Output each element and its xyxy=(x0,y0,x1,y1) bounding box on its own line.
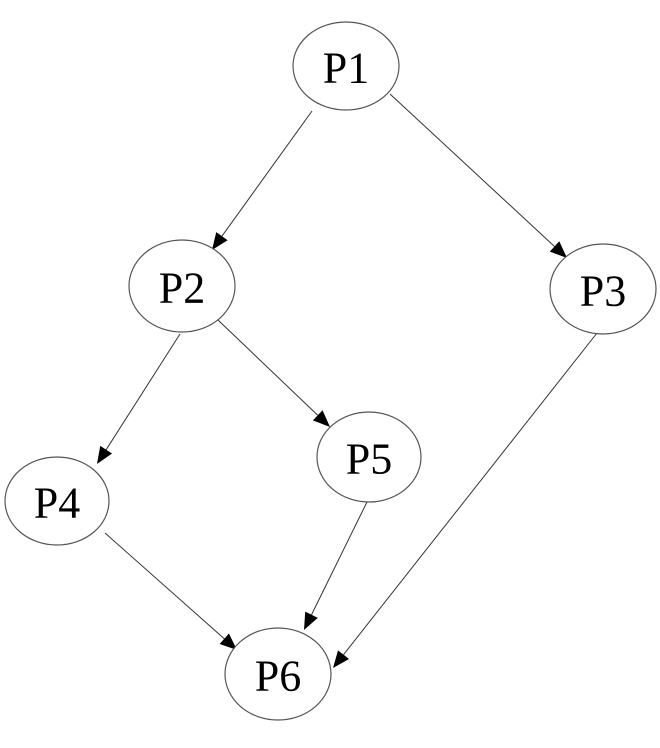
node-ellipse xyxy=(549,243,657,335)
node-ellipse xyxy=(4,456,110,546)
edge-p5-p6 xyxy=(304,501,368,630)
edge-line xyxy=(105,333,181,450)
arrowhead xyxy=(333,650,350,668)
arrowhead xyxy=(212,232,228,250)
node-p2: P2 xyxy=(128,239,236,333)
edge-line xyxy=(311,501,368,615)
node-label: P3 xyxy=(580,267,626,316)
node-ellipse xyxy=(292,21,400,111)
edge-line xyxy=(104,532,225,640)
node-ellipse xyxy=(316,411,422,503)
node-p1: P1 xyxy=(292,21,400,111)
edge-line xyxy=(221,110,313,237)
arrowhead xyxy=(219,633,237,650)
edge-line xyxy=(343,332,598,655)
node-label: P6 xyxy=(255,652,301,701)
arrowhead xyxy=(97,445,113,464)
node-label: P5 xyxy=(346,435,392,484)
node-label: P4 xyxy=(34,479,80,528)
edge-line xyxy=(389,93,555,247)
edge-p2-p4 xyxy=(97,333,181,464)
edges-layer xyxy=(97,93,598,668)
edge-p2-p5 xyxy=(217,319,330,427)
edge-p3-p6 xyxy=(333,332,598,668)
node-p5: P5 xyxy=(316,411,422,503)
node-p3: P3 xyxy=(549,243,657,335)
node-p4: P4 xyxy=(4,456,110,546)
node-p6: P6 xyxy=(224,627,332,721)
edge-line xyxy=(217,319,319,416)
node-ellipse xyxy=(128,239,236,333)
edge-p1-p2 xyxy=(212,110,313,250)
node-label: P2 xyxy=(159,264,205,313)
edge-p4-p6 xyxy=(104,532,237,650)
arrowhead xyxy=(304,611,318,630)
node-ellipse xyxy=(224,627,332,721)
arrowhead xyxy=(312,410,330,427)
arrowhead xyxy=(549,241,567,258)
edge-p1-p3 xyxy=(389,93,567,258)
node-label: P1 xyxy=(323,44,369,93)
